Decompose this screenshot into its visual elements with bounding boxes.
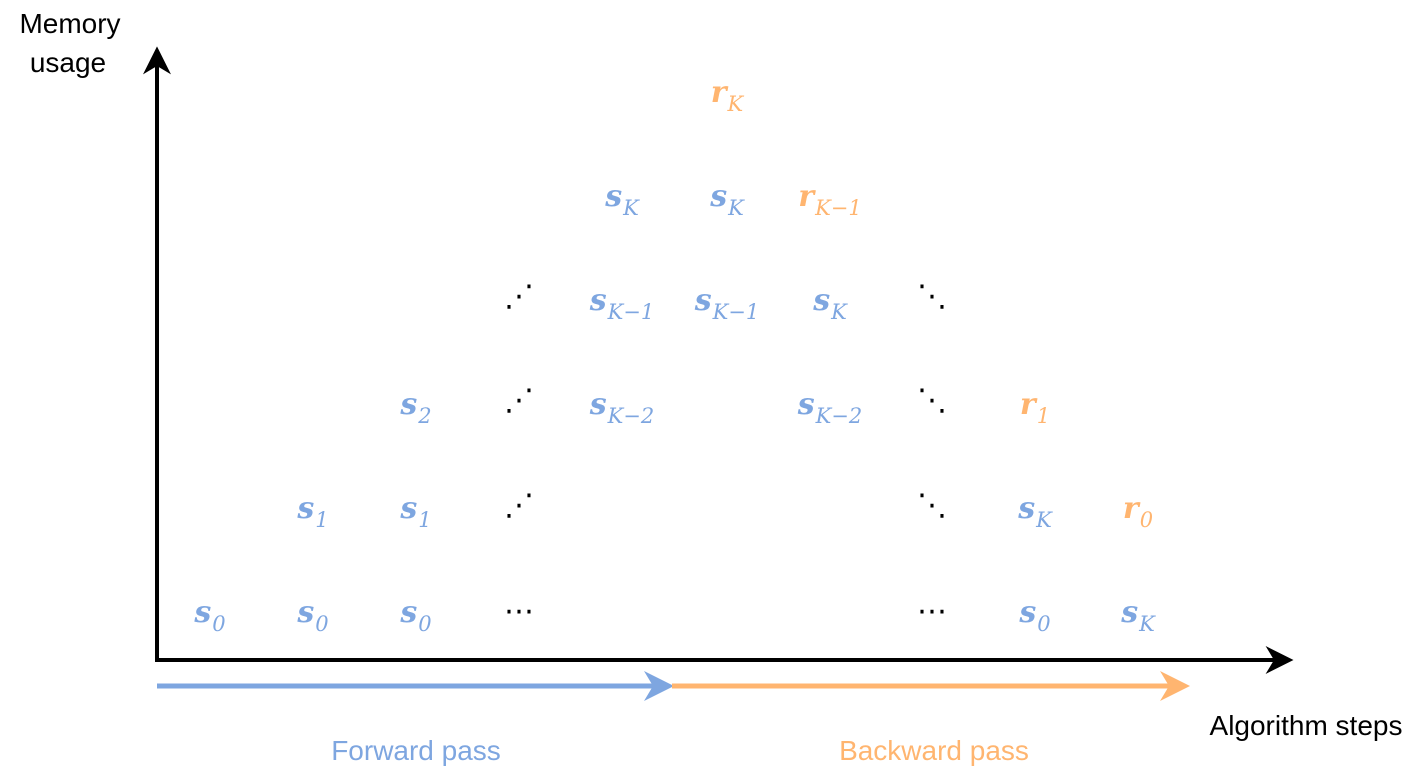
state-symbol: s0 <box>296 595 328 636</box>
symbol-base: s <box>296 595 314 630</box>
symbol-base: s <box>604 179 622 214</box>
ellipsis-up-diagonal-3: ⋰ <box>504 279 534 314</box>
symbol-subscript: 0 <box>1037 612 1050 636</box>
symbol-base: s <box>1017 491 1035 526</box>
symbol-subscript: K <box>727 92 745 116</box>
symbol-subscript: K <box>1035 508 1053 532</box>
state-symbol: sK−2 <box>589 387 655 428</box>
symbol-base: s <box>296 491 314 526</box>
forward-pass-label: Forward pass <box>331 735 501 766</box>
symbol-subscript: 1 <box>315 508 328 532</box>
symbol-base: s <box>812 283 830 318</box>
state-symbol: s0 <box>193 595 225 636</box>
symbol-base: s <box>399 387 417 422</box>
symbol-subscript: K <box>622 196 640 220</box>
symbol-subscript: 0 <box>418 612 431 636</box>
symbol-subscript: 0 <box>1140 508 1153 532</box>
state-symbol: sK <box>709 179 745 220</box>
adjoint-symbol: r1 <box>1020 387 1050 428</box>
symbol-base: s <box>1018 595 1036 630</box>
symbol-subscript: 2 <box>417 404 431 428</box>
state-symbol: s1 <box>296 491 328 532</box>
symbol-subscript: 0 <box>212 612 225 636</box>
symbol-base: r <box>1020 387 1038 422</box>
state-symbol: s0 <box>399 595 431 636</box>
state-symbol: sK <box>812 283 848 324</box>
x-axis-label: Algorithm steps <box>1210 710 1403 741</box>
ellipsis-down-diagonal-2: ⋱ <box>917 383 947 418</box>
adjoint-symbol: rK <box>711 75 745 116</box>
symbol-base: s <box>709 179 727 214</box>
symbol-base: r <box>1123 491 1141 526</box>
symbol-subscript: 1 <box>418 508 431 532</box>
ellipsis-down-diagonal-1: ⋱ <box>917 488 947 523</box>
symbol-base: r <box>798 179 816 214</box>
state-symbol: s0 <box>1018 595 1050 636</box>
symbol-base: s <box>399 491 417 526</box>
symbol-subscript: K−1 <box>814 196 862 220</box>
symbol-subscript: K <box>1138 612 1156 636</box>
symbol-base: s <box>589 283 607 318</box>
symbol-base: s <box>399 595 417 630</box>
symbol-subscript: 1 <box>1037 404 1050 428</box>
state-symbol: sK−1 <box>589 283 655 324</box>
symbol-subscript: K−1 <box>712 300 760 324</box>
ellipsis-down-diagonal-3: ⋱ <box>917 279 947 314</box>
symbol-subscript: K <box>727 196 745 220</box>
backward-pass-label: Backward pass <box>839 735 1029 766</box>
ellipsis-up-diagonal-2: ⋰ <box>504 383 534 418</box>
symbol-base: s <box>589 387 607 422</box>
y-axis-label-line2: usage <box>30 47 106 78</box>
adjoint-symbol: r0 <box>1123 491 1153 532</box>
adjoint-symbol: rK−1 <box>798 179 861 220</box>
symbol-base: s <box>694 283 712 318</box>
symbol-base: s <box>193 595 211 630</box>
ellipsis-horizontal-backward: ⋯ <box>917 594 947 629</box>
ellipsis-group: ⋯ ⋰ ⋰ ⋰ ⋯ ⋱ ⋱ ⋱ <box>504 279 947 629</box>
state-symbol: sK−2 <box>797 387 863 428</box>
state-symbol: sK−1 <box>694 283 760 324</box>
symbol-subscript: K <box>830 300 848 324</box>
symbol-base: s <box>1120 595 1138 630</box>
symbol-subscript: 0 <box>315 612 328 636</box>
symbol-base: r <box>711 75 729 110</box>
state-symbol: s2 <box>399 387 431 428</box>
symbol-base: s <box>797 387 815 422</box>
state-symbol: sK <box>1120 595 1156 636</box>
symbol-subscript: K−2 <box>815 404 863 428</box>
y-axis-label-line1: Memory <box>19 8 120 39</box>
ellipsis-up-diagonal-1: ⋰ <box>504 488 534 523</box>
state-symbol: sK <box>604 179 640 220</box>
ellipsis-horizontal-forward: ⋯ <box>504 594 534 629</box>
state-symbol: sK <box>1017 491 1053 532</box>
state-symbol: s1 <box>399 491 431 532</box>
symbol-subscript: K−1 <box>607 300 655 324</box>
symbol-subscript: K−2 <box>607 404 655 428</box>
